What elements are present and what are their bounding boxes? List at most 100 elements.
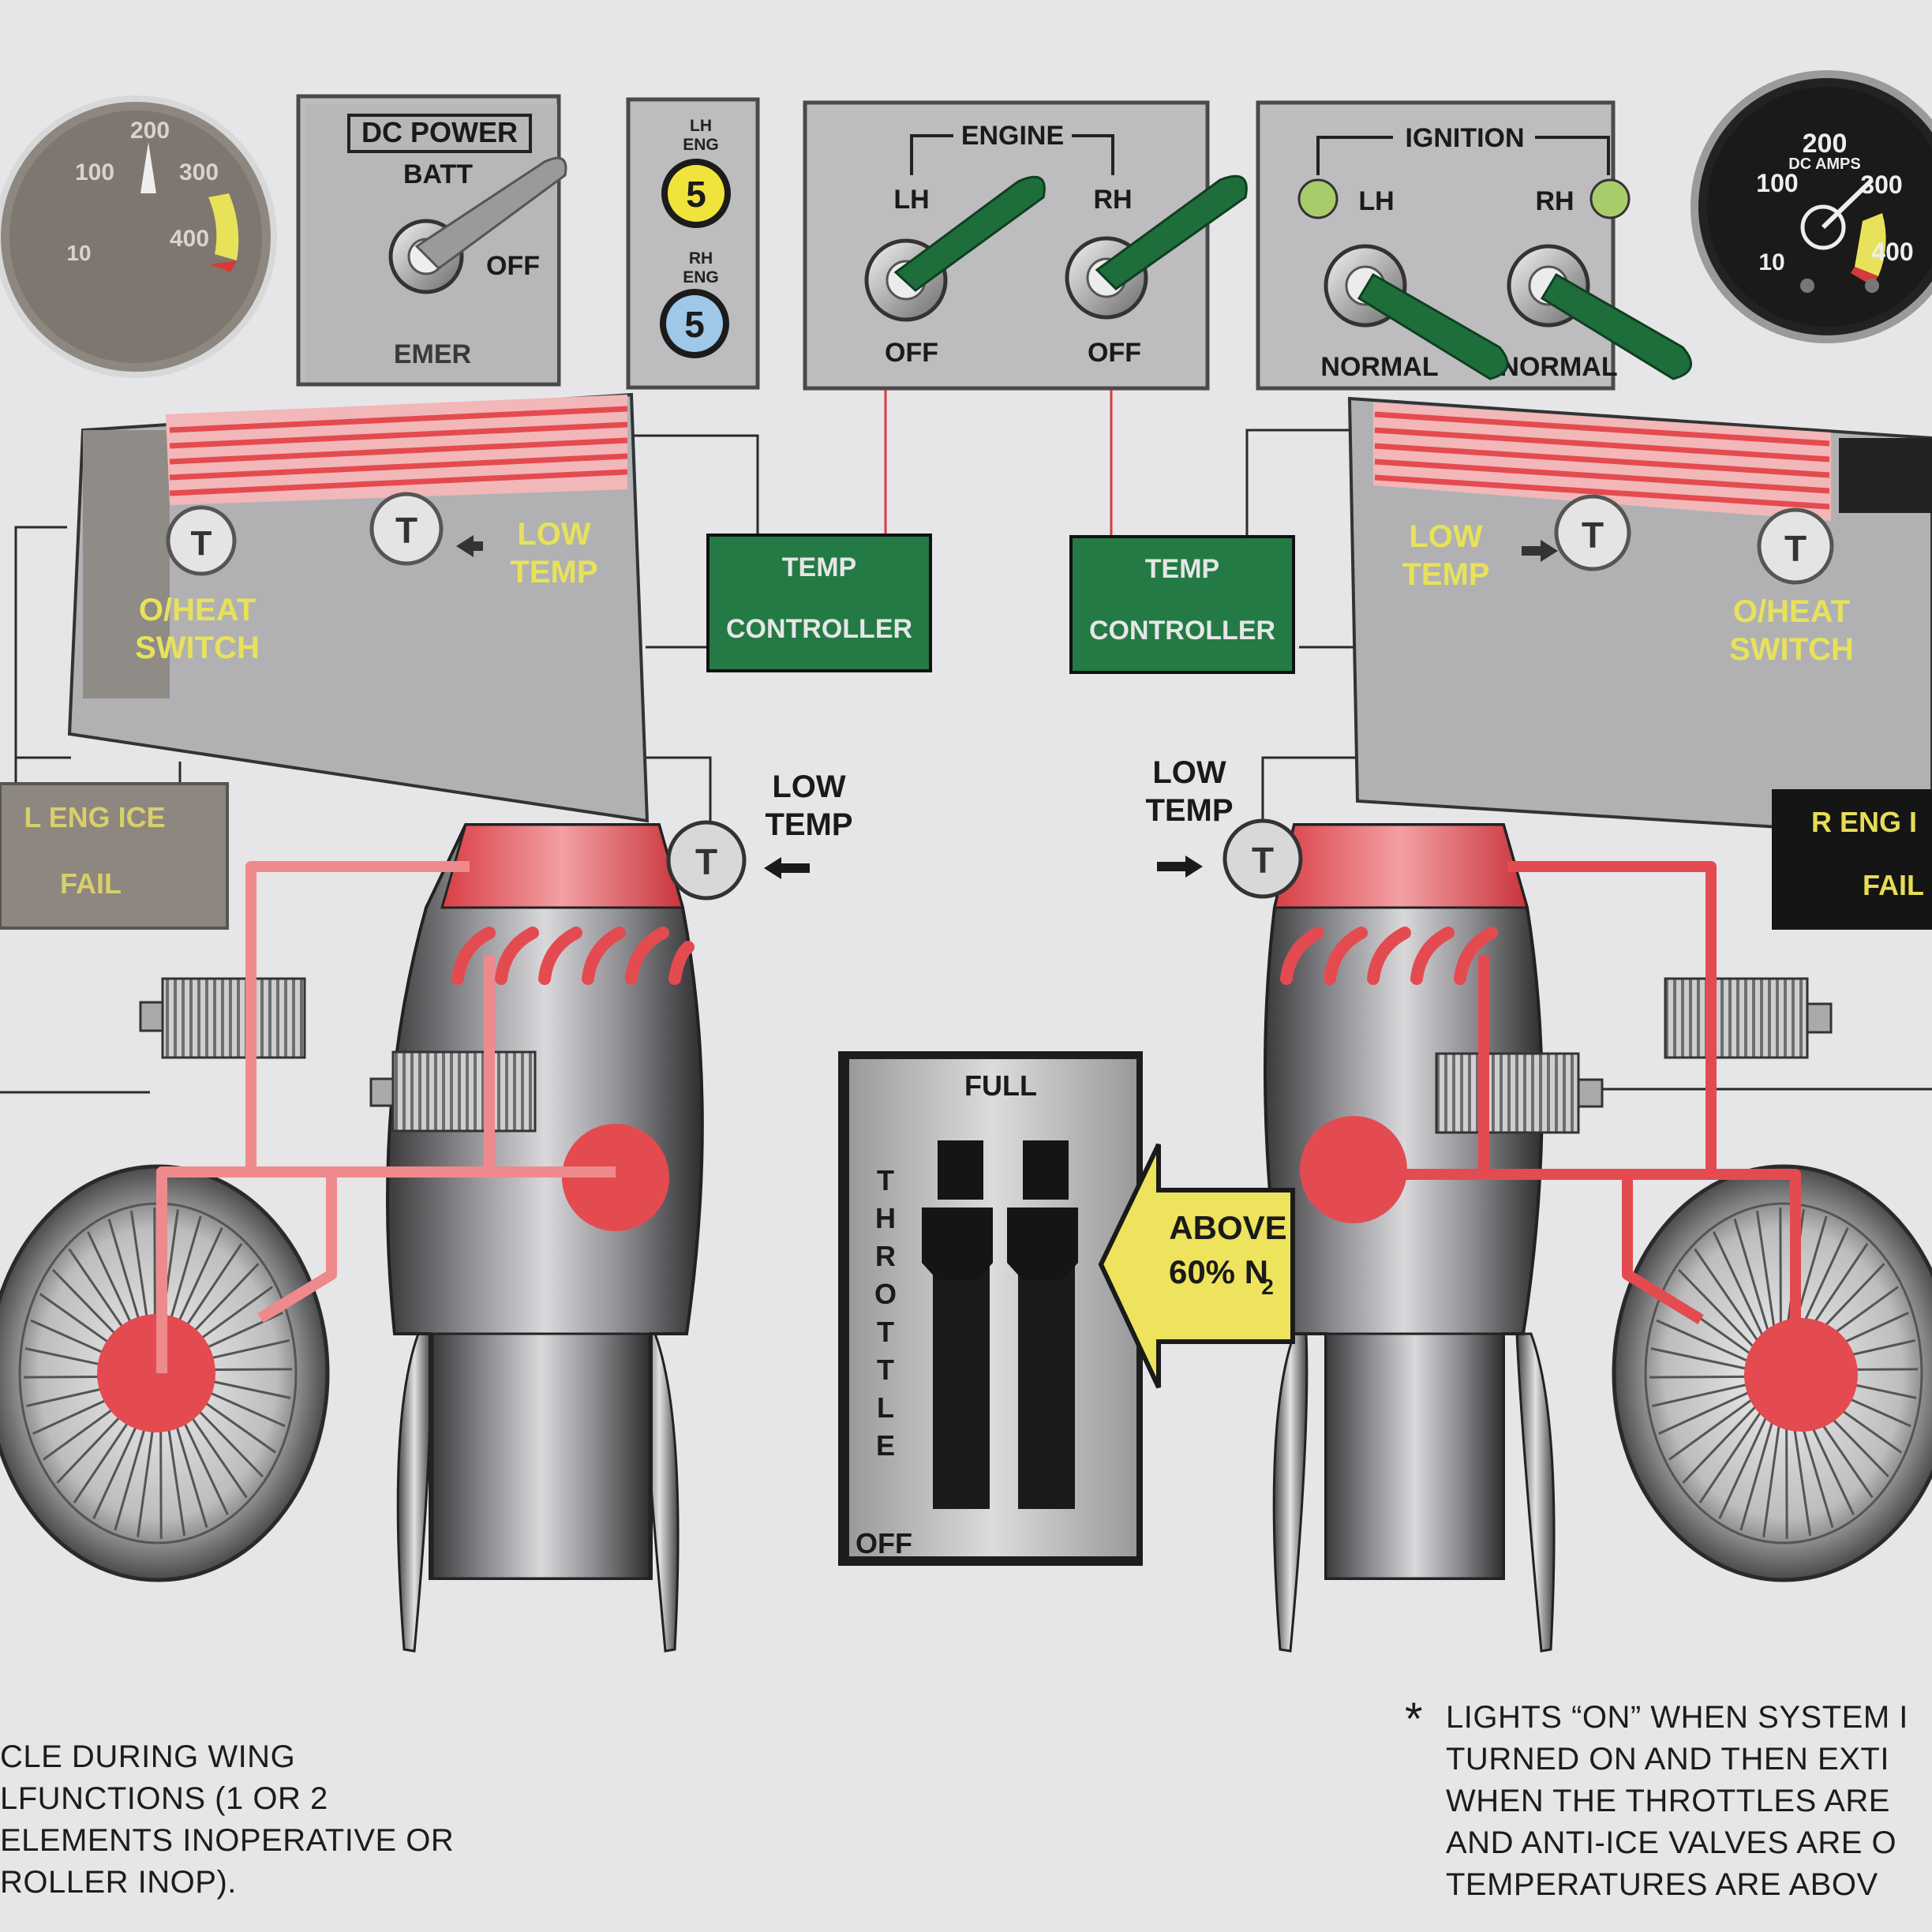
emer-label: EMER xyxy=(394,339,471,369)
engine-lh-off-label: OFF xyxy=(885,338,938,368)
throttle-full-label: FULL xyxy=(964,1069,1037,1102)
right-actuator-1 xyxy=(1435,1052,1604,1134)
ignition-lh-normal-label: NORMAL xyxy=(1320,352,1438,382)
engine-lh-toggle-switch[interactable] xyxy=(864,175,1046,322)
throttle-letter: T xyxy=(877,1316,894,1348)
right-low-temp-arrow xyxy=(1541,540,1558,562)
left-switch-label: SWITCH xyxy=(135,631,260,665)
left-ammeter-gauge: 200 100 300 400 10 xyxy=(0,95,277,378)
batt-label: BATT xyxy=(403,159,473,189)
gauge-needle xyxy=(140,142,156,193)
right-throttle-lever[interactable] xyxy=(1007,1140,1078,1280)
left-engine-temp-sensor-label: T xyxy=(695,841,717,882)
right-engine-low-label: LOW xyxy=(1152,755,1226,790)
left-footnote-line: ROLLER INOP). xyxy=(0,1865,237,1900)
right-oheat-sensor xyxy=(1757,507,1834,585)
right-engine: T LOW TEMP xyxy=(1145,755,1833,1653)
right-engine-temp-sensor xyxy=(1222,818,1303,899)
left-gauge-tick: 200 xyxy=(130,118,170,144)
throttle-letter: E xyxy=(876,1429,895,1462)
right-switch-label: SWITCH xyxy=(1729,632,1854,667)
ignition-lh-light xyxy=(1297,178,1339,219)
ignition-panel: IGNITION LH RH NORMAL NORMAL xyxy=(1256,100,1692,391)
right-actuator-2 xyxy=(1664,977,1833,1059)
right-footnote-line: LIGHTS “ON” WHEN SYSTEM I xyxy=(1446,1700,1908,1735)
rh-eng-light-sub: ENG xyxy=(683,268,719,286)
l-eng-ice-fail-light: L ENG ICE FAIL xyxy=(0,782,229,930)
left-actuator-1 xyxy=(139,977,306,1059)
rh-eng-lamp-value: 5 xyxy=(684,304,705,345)
right-nacelle-low-label: LOW xyxy=(1409,519,1483,554)
left-engine-low-label: LOW xyxy=(772,769,846,804)
right-nacelle-housing: T T LOW TEMP O/HEAT SWITCH xyxy=(1347,396,1932,839)
right-temp-controller-line1: TEMP xyxy=(1145,554,1219,584)
right-engine-temp-label: TEMP xyxy=(1145,793,1233,828)
left-engine-temp-sensor xyxy=(666,820,747,900)
r-eng-ice-fail-label: FAIL xyxy=(1863,869,1924,901)
throttle-letter: O xyxy=(874,1278,897,1310)
ignition-lh-label: LH xyxy=(1358,186,1394,216)
left-gauge-tick: 10 xyxy=(66,241,91,265)
right-low-temp-sensor xyxy=(1554,494,1631,571)
left-footnote-line: ELEMENTS INOPERATIVE OR xyxy=(0,1823,455,1858)
dc-off-label: OFF xyxy=(486,251,540,281)
left-footnote-line: CLE DURING WING xyxy=(0,1739,296,1774)
left-nacelle-low-label: LOW xyxy=(517,517,591,552)
l-eng-ice-label: L ENG ICE xyxy=(24,801,165,833)
left-oheat-label: O/HEAT xyxy=(139,593,256,627)
left-temp-controller-line1: TEMP xyxy=(782,552,856,582)
ignition-rh-normal-label: NORMAL xyxy=(1500,352,1617,382)
right-engine-inlet-heat xyxy=(1280,927,1498,985)
engine-rh-label: RH xyxy=(1093,185,1132,215)
right-temp-controller: TEMP CONTROLLER xyxy=(1069,535,1295,674)
ignition-panel-title: IGNITION xyxy=(1405,123,1524,153)
throttle-letter: T xyxy=(877,1354,894,1386)
left-actuator-2 xyxy=(369,1050,537,1133)
right-footnote-line: TURNED ON AND THEN EXTI xyxy=(1446,1742,1889,1777)
right-engine-low-temp-arrow xyxy=(1185,856,1203,878)
left-engine: T LOW TEMP xyxy=(139,769,853,1653)
right-engine-temp-sensor-label: T xyxy=(1252,840,1274,881)
left-throttle-lever[interactable] xyxy=(922,1140,993,1280)
lh-eng-light-sub: ENG xyxy=(683,136,719,154)
right-nacelle-temp-label: TEMP xyxy=(1402,557,1489,592)
left-footnote-line: LFUNCTIONS (1 OR 2 xyxy=(0,1781,328,1816)
left-gauge-tick: 400 xyxy=(170,226,209,252)
ignition-lh-toggle-switch[interactable] xyxy=(1324,244,1509,380)
dc-amps-units: DC AMPS xyxy=(1788,155,1860,173)
ignition-rh-toggle-switch[interactable] xyxy=(1507,244,1692,380)
right-low-temp-sensor-label: T xyxy=(1582,515,1604,556)
left-low-temp-arrow xyxy=(456,535,474,557)
right-gauge-tick: 100 xyxy=(1756,169,1798,197)
engine-rh-toggle-switch[interactable] xyxy=(1065,174,1248,320)
engine-switch-panel: ENGINE LH RH OFF OFF xyxy=(803,100,1248,391)
right-gauge-tick: 400 xyxy=(1871,238,1913,266)
left-bleed-air-ducting xyxy=(156,861,616,1373)
dc-power-title: DC POWER xyxy=(361,116,518,148)
engine-rh-off-label: OFF xyxy=(1088,338,1141,368)
right-footnote: LIGHTS “ON” WHEN SYSTEM I TURNED ON AND … xyxy=(1446,1697,1908,1906)
n2-arrow-line1: ABOVE xyxy=(1169,1209,1286,1246)
batt-toggle-switch[interactable] xyxy=(388,156,567,294)
above-60-n2-arrow: ABOVE 60% N 2 xyxy=(1098,1143,1295,1389)
right-engine-fan xyxy=(1612,1164,1932,1582)
engine-lights-panel: LH ENG 5 RH ENG 5 xyxy=(626,97,760,390)
left-gauge-tick: 300 xyxy=(179,159,219,185)
ignition-rh-light xyxy=(1589,178,1631,219)
controller-red-wires xyxy=(884,390,1113,535)
left-low-temp-sensor-label: T xyxy=(395,510,417,551)
throttle-letter: H xyxy=(875,1202,896,1234)
left-low-temp-sensor xyxy=(369,492,444,566)
left-engine-temp-label: TEMP xyxy=(765,807,852,842)
right-footnote-line: AND ANTI-ICE VALVES ARE O xyxy=(1446,1825,1897,1860)
throttle-quadrant: FULL OFF T H R O T T L E xyxy=(838,1051,1143,1566)
lh-eng-lamp-value: 5 xyxy=(686,174,706,215)
right-footnote-line: TEMPERATURES ARE ABOV xyxy=(1446,1867,1878,1902)
left-nacelle-temp-label: TEMP xyxy=(510,555,597,590)
throttle-vertical-label: T H R O T T L E xyxy=(874,1164,897,1462)
left-heating-element xyxy=(169,406,628,496)
gauge-needle xyxy=(1821,178,1874,230)
engine-lh-label: LH xyxy=(893,185,929,215)
right-temp-controller-line2: CONTROLLER xyxy=(1089,616,1275,646)
